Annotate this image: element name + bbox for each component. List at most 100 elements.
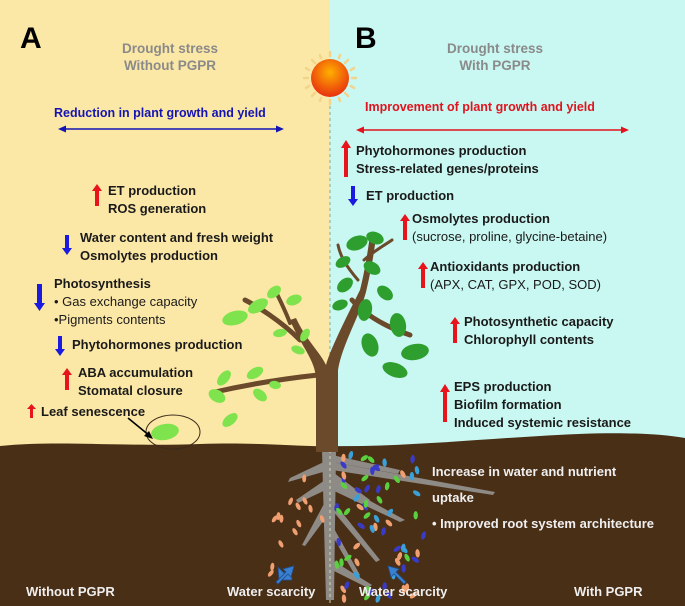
up-arrow-icon [27,404,36,418]
root-benefit-line: uptake [432,490,474,505]
panel-b-effect: Phytohormones production Stress-related … [356,142,539,178]
bacterium [339,558,344,567]
bacterium [295,502,301,510]
bacterium [381,527,386,536]
bacterium [386,508,394,516]
up-arrow-icon [92,184,102,206]
panel-a-effect: Leaf senescence [41,403,145,421]
effect-line: Stress-related genes/proteins [356,161,539,176]
bacterium [367,456,375,463]
bacterium [340,482,348,489]
down-arrow-icon [62,235,72,255]
panel-a-effect: Phytohormones production [72,336,242,354]
up-arrow-icon [62,368,72,390]
panel-b-effect: Osmolytes production (sucrose, proline, … [412,210,607,246]
bacterium [415,549,420,558]
root-benefit-line: Increase in water and nutrient [432,464,617,479]
effect-line: Antioxidants production [430,259,581,274]
effect-line: Leaf senescence [41,404,146,419]
bacterium [393,475,400,484]
bacterium [400,470,406,478]
water-arrow-icon [275,565,295,585]
panel-a-effect: Water content and fresh weight Osmolytes… [80,229,273,265]
effect-line: Induced systemic resistance [454,415,632,430]
effect-line: (APX, CAT, GPX, POD, SOD) [430,277,601,292]
effect-line: Water content and fresh weight [80,230,274,245]
bacterium [302,497,308,505]
bacterium [344,554,352,561]
panel-b-effect: Photosynthetic capacity Chlorophyll cont… [464,313,614,349]
effect-line: (sucrose, proline, glycine-betaine) [412,229,608,244]
up-arrow-icon [450,317,460,343]
root-benefit-line: • Improved root system architecture [432,516,655,531]
panel-b-headline-arrow [356,126,629,134]
senescent-leaf-callout [127,414,201,450]
bacterium [401,543,406,552]
effect-line: ABA accumulation [78,365,194,380]
panel-b-subtitle-line1: Drought stress [446,41,544,56]
bacterium [341,594,347,603]
bacterium [411,556,420,563]
up-arrow-icon [440,384,450,422]
bacterium [372,464,380,471]
panel-a-effect: ABA accumulation Stomatal closure [78,364,193,400]
down-arrow-icon [55,336,65,356]
effect-line: Photosynthetic capacity [464,314,614,329]
effect-line: Chlorophyll contents [464,332,594,347]
bacterium [353,494,360,502]
bacterium [336,537,341,547]
panel-b-letter: B [355,22,377,55]
bacterium [363,499,369,508]
up-arrow-icon [341,140,351,177]
bacterium [401,564,406,573]
bacterium [364,593,371,601]
effect-line: Biofilm formation [454,397,562,412]
effect-line: EPS production [454,379,552,394]
bacterium [336,507,343,515]
water-arrow-icon [387,565,407,585]
bacterium [302,474,307,483]
bacterium [382,458,387,467]
bacterium [270,562,275,571]
bacterium [412,490,421,497]
effect-line: Osmolytes production [412,211,550,226]
panel-b-soil-label: With PGPR [574,584,643,599]
bacterium [334,560,340,569]
bacterium [409,471,415,481]
bacterium [385,519,393,527]
effect-line: • Gas exchange capacity [54,294,198,309]
dark-green-leaves [332,231,429,378]
panel-a-water-scarcity-label: Water scarcity [227,584,316,599]
bacterium [357,522,365,529]
effect-line: Photosynthesis [54,276,151,291]
down-arrow-icon [348,186,358,206]
bacterium [340,461,347,469]
bacterium [354,487,362,494]
panel-a-headline: Reduction in plant growth and yield [54,106,266,120]
bacterium [413,511,418,520]
effect-line: Phytohormones production [72,337,243,352]
root-benefits-text: Increase in water and nutrient uptake • … [432,459,654,537]
effect-line: •Pigments contents [54,312,166,327]
bacterium [363,512,371,519]
panel-b-effect: EPS production Biofilm formation Induced… [454,378,631,432]
bacterium [341,471,347,480]
panel-b-effect: ET production [366,187,454,205]
effect-line: ROS generation [108,201,207,216]
bacterium [308,504,313,513]
effect-line: ET production [366,188,455,203]
bacterium [361,474,369,482]
bacterium [271,515,278,523]
bacterium [360,455,368,462]
effect-line: Phytohormones production [356,143,527,158]
bacterium [386,591,392,599]
up-arrow-icon [418,262,428,288]
bacterium [344,581,350,590]
bacterium [421,531,426,540]
down-arrow-icon [34,284,45,311]
panel-a-effect: Photosynthesis • Gas exchange capacity •… [54,275,197,329]
bacterium [288,497,294,506]
bacterium [279,514,284,523]
panel-a-headline-arrow [58,125,284,133]
